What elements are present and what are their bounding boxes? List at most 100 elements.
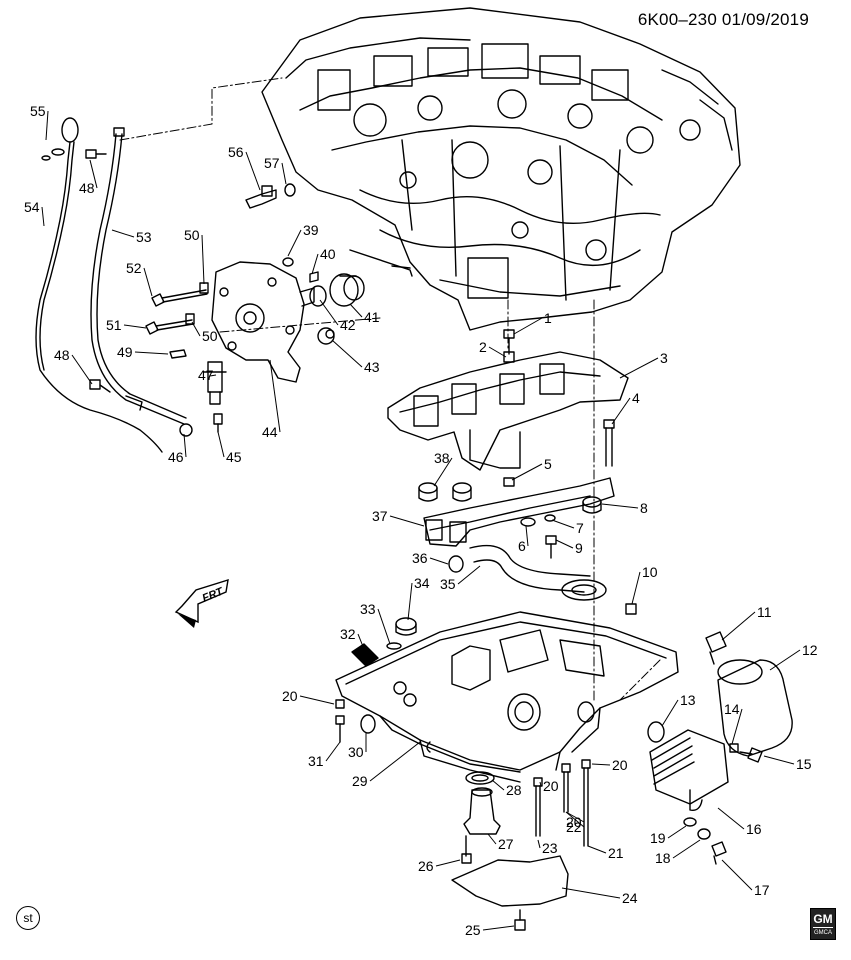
seal-57 [284, 183, 296, 197]
callout-16: 16 [746, 821, 762, 837]
callout-50: 50 [202, 328, 218, 344]
seal-30 [360, 714, 376, 734]
callout-32: 32 [340, 626, 356, 642]
callout-2: 2 [479, 339, 487, 355]
callout-leader-22 [565, 811, 585, 828]
oil-filter-adapter-27 [463, 787, 501, 835]
seal-18 [697, 828, 711, 840]
isolator-8 [582, 496, 602, 514]
plug-40 [309, 271, 319, 283]
callout-leader-23 [537, 839, 541, 849]
nut-2 [503, 351, 515, 363]
callout-13: 13 [680, 692, 696, 708]
oil-pump-assembly [211, 261, 315, 383]
callout-30: 30 [348, 744, 364, 760]
callout-49: 49 [117, 344, 133, 360]
callout-20: 20 [612, 757, 628, 773]
callout-55: 55 [30, 103, 46, 119]
seal-46 [179, 423, 193, 437]
callout-7: 7 [576, 520, 584, 536]
callout-9: 9 [575, 540, 583, 556]
seal-34 [395, 617, 417, 636]
callout-18: 18 [655, 850, 671, 866]
callout-24: 24 [622, 890, 638, 906]
bolt-48-lower [89, 379, 111, 393]
callout-leader-2 [488, 346, 507, 358]
bolt-22 [563, 771, 569, 813]
callout-leader-32 [357, 633, 367, 655]
callout-36: 36 [412, 550, 428, 566]
oil-cooler-16 [649, 729, 729, 811]
splash-shield-24 [451, 855, 569, 907]
callout-leader-37 [389, 515, 425, 527]
callout-leader-40 [311, 253, 319, 275]
callout-19: 19 [650, 830, 666, 846]
callout-28: 28 [506, 782, 522, 798]
callout-leader-44 [269, 359, 281, 433]
callout-leader-38 [433, 457, 453, 487]
callout-leader-18 [672, 839, 701, 859]
isolator-6 [520, 517, 536, 527]
oil-pan-bracket [423, 477, 615, 547]
bolt-45 [213, 413, 223, 433]
callout-48: 48 [79, 180, 95, 196]
callout-6: 6 [518, 538, 526, 554]
bolt-20-a [335, 699, 345, 709]
callout-26: 26 [418, 858, 434, 874]
callout-15: 15 [796, 756, 812, 772]
callout-leader-48 [89, 159, 98, 189]
callout-leader-24 [561, 887, 621, 899]
callout-20: 20 [282, 688, 298, 704]
callout-33: 33 [360, 601, 376, 617]
callout-23: 23 [542, 840, 558, 856]
callout-20: 20 [543, 778, 559, 794]
callout-leader-43 [331, 339, 363, 368]
washer-7 [544, 514, 556, 522]
bolt-1 [503, 329, 515, 355]
callout-leader-25 [482, 925, 515, 931]
engine-assembly [261, 7, 741, 331]
seal-13 [647, 721, 665, 743]
seal-39 [282, 257, 294, 267]
valve-47 [203, 361, 227, 405]
callout-leader-34 [407, 582, 413, 621]
callout-11: 11 [757, 604, 772, 620]
callout-leader-14 [731, 708, 743, 745]
callout-leader-11 [721, 611, 756, 641]
callout-14: 14 [724, 701, 740, 717]
callout-leader-41 [349, 303, 363, 318]
callout-leader-12 [769, 649, 801, 671]
bolt-21 [581, 759, 591, 847]
oil-dipstick-tube [90, 127, 187, 425]
callout-leader-57 [281, 162, 287, 185]
callout-leader-10 [631, 571, 641, 605]
st-mark: st [16, 906, 40, 930]
nut-5 [503, 477, 515, 487]
callout-leader-26 [435, 859, 461, 867]
diagram-code: 6K00–230 01/09/2019 [637, 10, 809, 29]
callout-10: 10 [642, 564, 658, 580]
bolt-20-b [533, 777, 543, 837]
callout-17: 17 [754, 882, 770, 898]
callout-leader-13 [661, 699, 679, 727]
callout-40: 40 [320, 246, 336, 262]
callout-leader-7 [551, 519, 575, 529]
plug-10 [625, 603, 637, 615]
callout-53: 53 [136, 229, 152, 245]
callout-leader-36 [429, 557, 449, 565]
seal-36 [448, 555, 464, 573]
bolt-9 [545, 535, 557, 559]
callout-leader-4 [611, 397, 631, 425]
callout-leader-20 [539, 781, 542, 787]
plug-43 [317, 327, 335, 345]
callout-leader-1 [513, 317, 543, 335]
direction-arrow-32 [351, 643, 379, 667]
callout-leader-50 [191, 321, 201, 337]
callout-leader-20 [299, 695, 335, 705]
seal-28 [465, 771, 495, 785]
bolt-50-lower [185, 313, 195, 325]
washer-14 [729, 743, 739, 753]
callout-44: 44 [262, 424, 278, 440]
